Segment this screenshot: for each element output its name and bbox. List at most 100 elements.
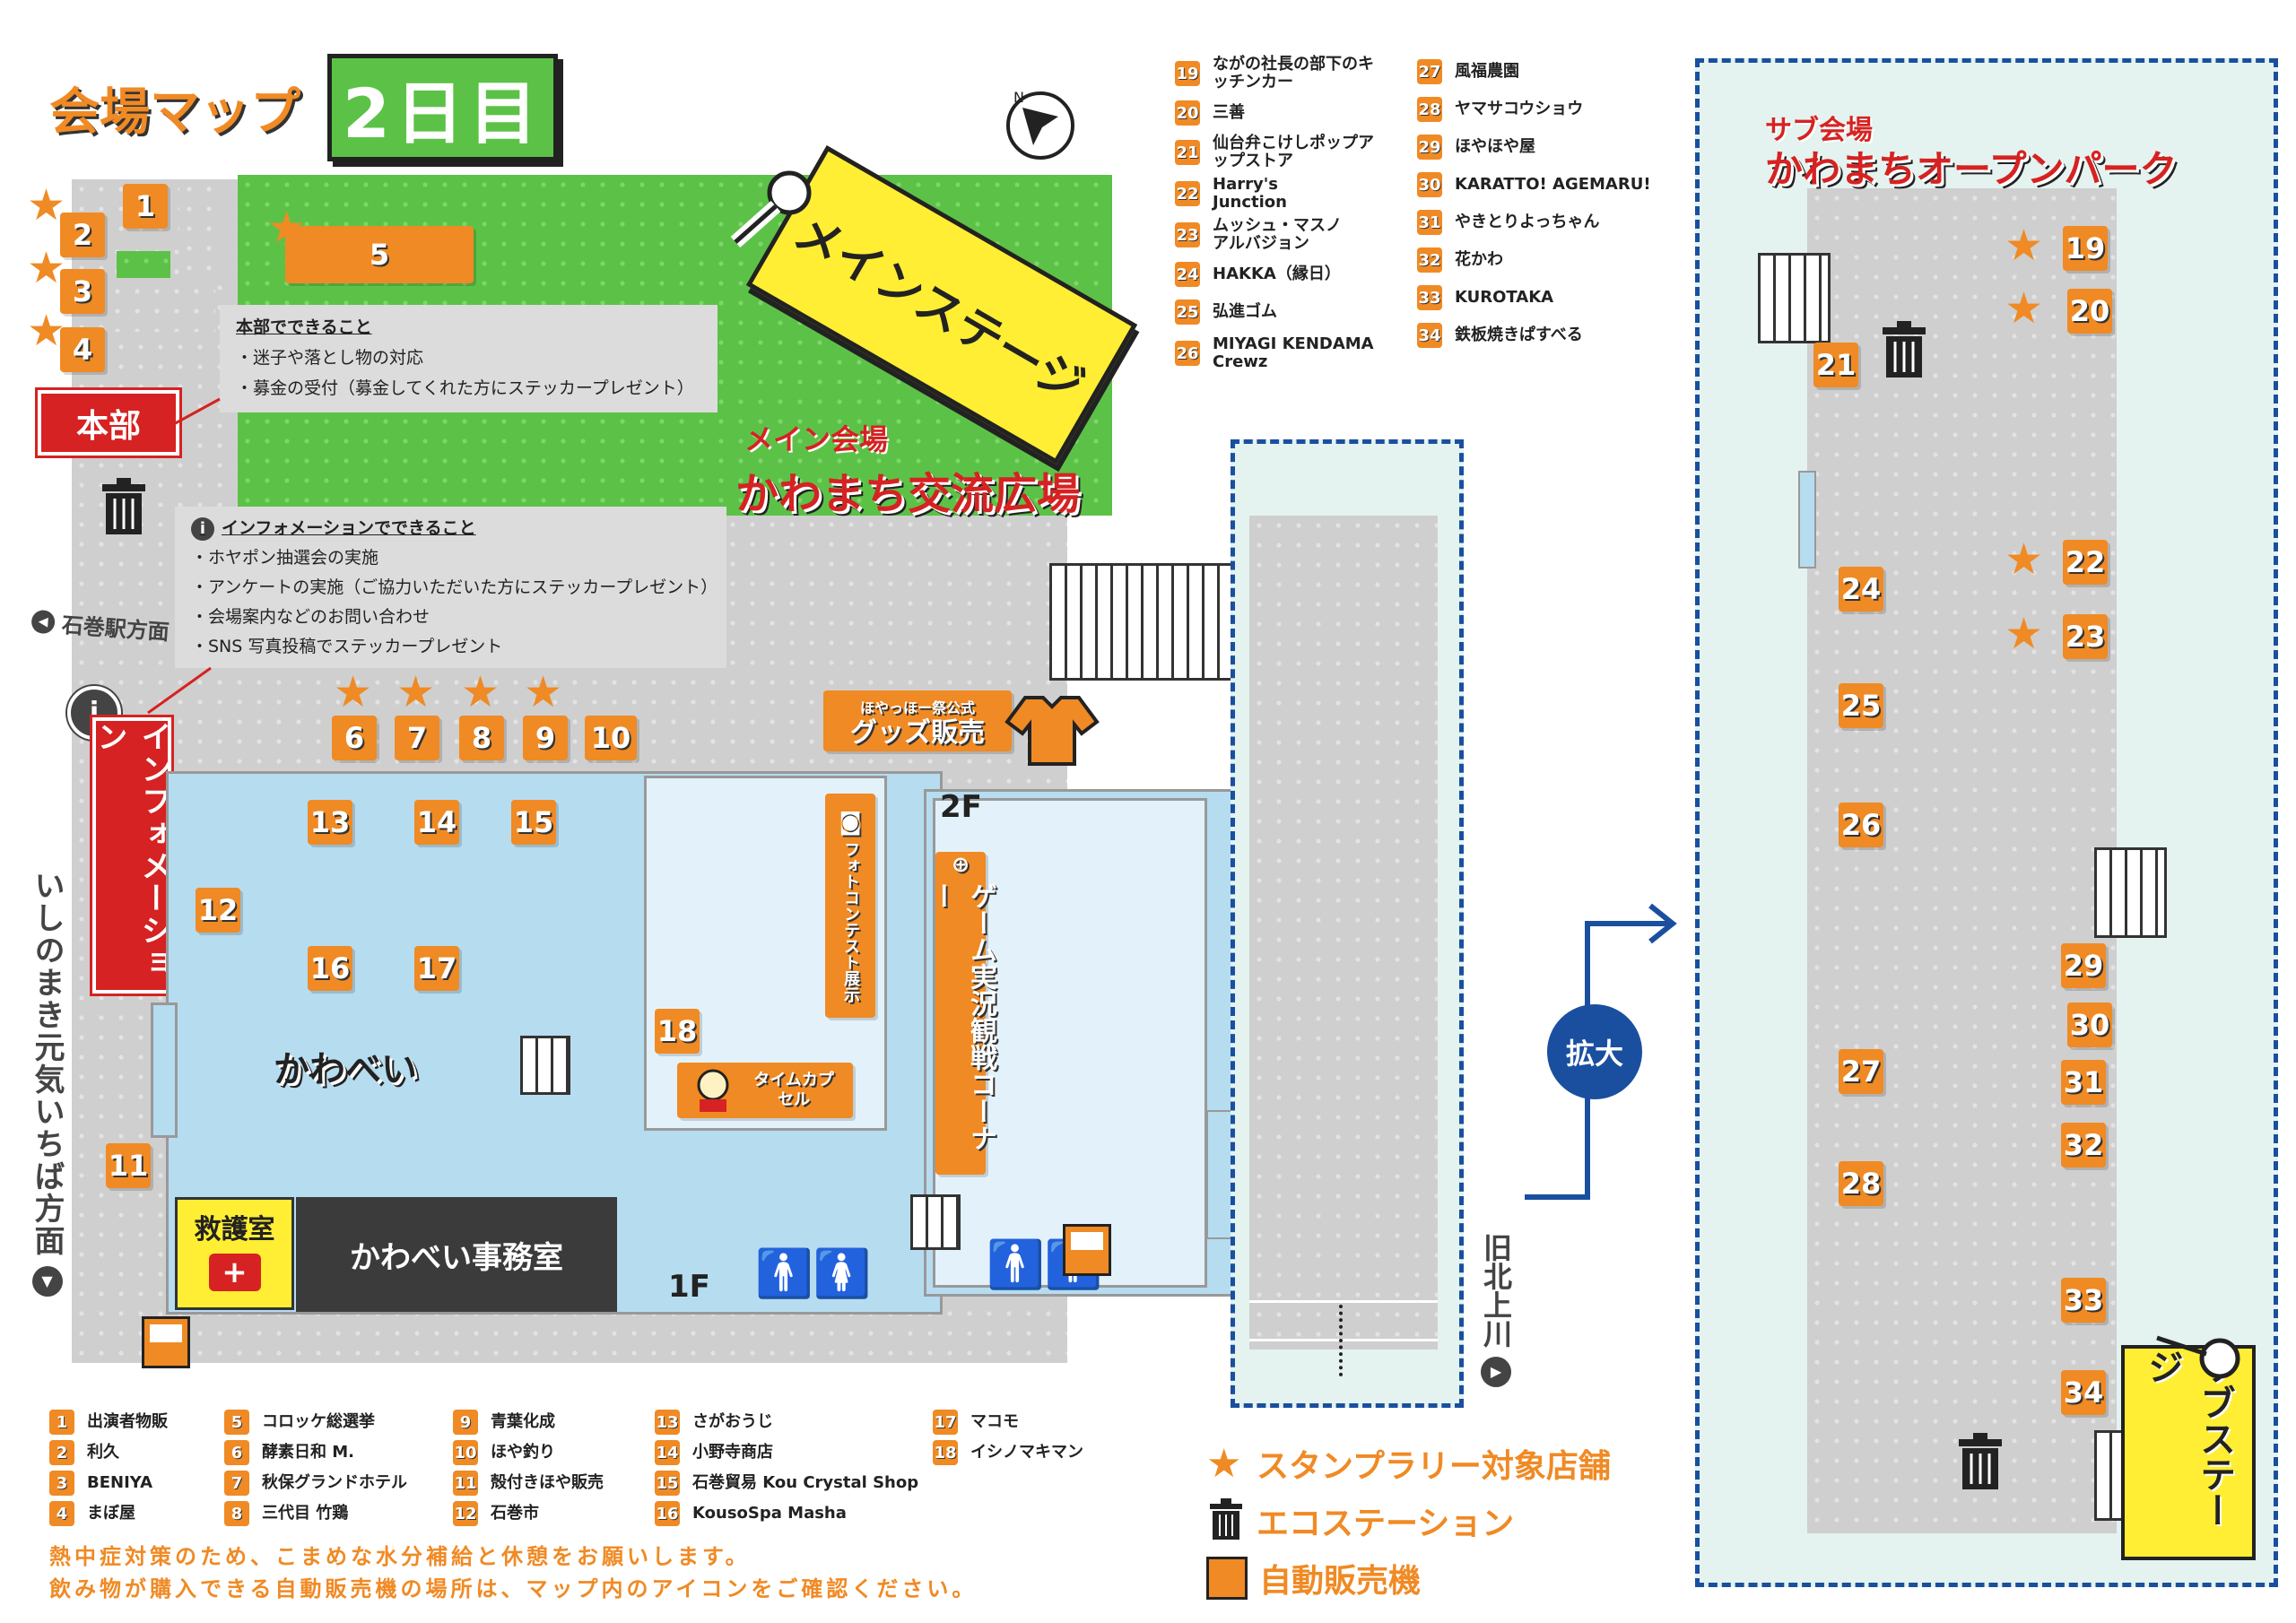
legend-name: KARATTO! AGEMARU! — [1455, 175, 1651, 194]
legend-name: マコモ — [970, 1412, 1019, 1431]
booth-27[interactable]: 27 — [1839, 1049, 1883, 1094]
booth-14[interactable]: 14 — [414, 800, 459, 845]
legend-num: 12 — [453, 1501, 478, 1526]
floor-1f-label: 1F — [668, 1269, 710, 1305]
booth-29[interactable]: 29 — [2061, 943, 2106, 988]
legend-name: HAKKA（縁日） — [1213, 265, 1341, 283]
booth-17[interactable]: 17 — [414, 946, 459, 991]
legend-name: 三善 — [1213, 103, 1245, 122]
booth-12[interactable]: 12 — [196, 888, 240, 933]
first-aid-label: 救護室 — [194, 1214, 275, 1245]
booth-10[interactable]: 10 — [585, 716, 637, 760]
booth-31[interactable]: 31 — [2061, 1060, 2106, 1105]
honbu-item: ・募金の受付（募金してくれた方にステッカープレゼント） — [236, 378, 694, 398]
booth-13[interactable]: 13 — [308, 800, 352, 845]
booth-28[interactable]: 28 — [1839, 1161, 1883, 1206]
day-title: 2日目 — [327, 54, 558, 161]
goods-sub: ほやっほー祭公式 — [859, 699, 975, 716]
legend-name: 小野寺商店 — [692, 1443, 773, 1462]
booth-1[interactable]: 1 — [123, 184, 168, 229]
legend-name: ムッシュ・マスノアルバジョン — [1213, 216, 1342, 253]
booth-23[interactable]: 23 — [2063, 614, 2108, 659]
booth-5[interactable]: 5 — [285, 226, 474, 283]
booth-30[interactable]: 30 — [2067, 1002, 2112, 1047]
grass-area-small — [117, 251, 170, 278]
booth-3[interactable]: 3 — [60, 269, 105, 314]
information-item: ・アンケートの実施（ご協力いただいた方にステッカープレゼント） — [191, 577, 718, 597]
booth-18[interactable]: 18 — [655, 1009, 700, 1054]
stamp-star-icon: ★ — [2005, 534, 2044, 585]
photo-contest[interactable]: ◙ フォトコンテスト展示 — [825, 794, 875, 1018]
booth-11[interactable]: 11 — [106, 1143, 151, 1188]
kitakami-label: 旧北上川 — [1479, 1233, 1513, 1348]
booth-8[interactable]: 8 — [459, 716, 504, 760]
stamp-star-icon: ★ — [524, 667, 563, 717]
booth-2[interactable]: 2 — [60, 213, 105, 257]
trash-icon — [1883, 321, 1926, 378]
vending-machine-icon — [1063, 1224, 1111, 1276]
booth-32[interactable]: 32 — [2061, 1123, 2106, 1167]
compass: N — [1004, 89, 1076, 161]
play-left-icon: ◀ — [30, 609, 57, 634]
booth-22[interactable]: 22 — [2063, 540, 2108, 585]
booth-25[interactable]: 25 — [1839, 683, 1883, 728]
play-down-icon: ▼ — [31, 1266, 63, 1297]
booth-16[interactable]: 16 — [308, 946, 352, 991]
legend-name: 花かわ — [1455, 250, 1503, 269]
first-aid-room[interactable]: 救護室 + — [175, 1197, 294, 1310]
stamp-star-icon: ★ — [334, 667, 373, 717]
information-item: ・ホヤポン抽選会の実施 — [191, 548, 379, 568]
main-venue-label: メイン会場 かわまち交流広場 — [735, 417, 1080, 521]
goods-name: グッズ販売 — [850, 717, 985, 749]
honbu-label[interactable]: 本部 — [38, 390, 179, 456]
legend-num: 32 — [1417, 247, 1442, 273]
booth-7[interactable]: 7 — [395, 716, 439, 760]
stamp-star-icon: ★ — [27, 243, 66, 293]
booth-9[interactable]: 9 — [523, 716, 568, 760]
stamp-star-icon: ★ — [2005, 283, 2044, 334]
legend-name: ほや釣り — [491, 1443, 555, 1462]
legend-item: 10 ほや釣り — [453, 1440, 655, 1465]
booth-6[interactable]: 6 — [332, 716, 377, 760]
booth-34[interactable]: 34 — [2061, 1370, 2106, 1415]
legend-name: Harry's Junction — [1213, 175, 1287, 212]
venue-map-title: 会場マップ — [49, 82, 300, 142]
goods-sales[interactable]: ほやっほー祭公式 グッズ販売 — [823, 690, 1012, 751]
information-item: ・会場案内などのお問い合わせ — [191, 607, 430, 627]
booth-24[interactable]: 24 — [1839, 567, 1883, 612]
legend-num: 10 — [453, 1440, 478, 1465]
information-label[interactable]: インフォメーション — [91, 717, 171, 994]
booth-33[interactable]: 33 — [2061, 1278, 2106, 1323]
booth-20[interactable]: 20 — [2067, 289, 2112, 334]
legend-num: 27 — [1417, 59, 1442, 84]
vending-legend: 自動販売機 — [1206, 1549, 1611, 1607]
legend-name: さがおうじ — [692, 1412, 773, 1431]
booth-26[interactable]: 26 — [1839, 803, 1883, 847]
legend-name: 酵素日和 M. — [262, 1443, 355, 1462]
booth-19[interactable]: 19 — [2063, 226, 2108, 271]
booth-15[interactable]: 15 — [511, 800, 556, 845]
legend-num: 23 — [1175, 222, 1200, 247]
honbu-item: ・迷子や落とし物の対応 — [236, 348, 424, 368]
first-aid-kit-icon: + — [208, 1254, 261, 1291]
booth-4[interactable]: 4 — [60, 327, 105, 372]
legend-num: 30 — [1417, 172, 1442, 197]
booth-21[interactable]: 21 — [1813, 343, 1858, 387]
legend-item: 23 ムッシュ・マスノアルバジョン — [1175, 217, 1426, 253]
legend-num: 8 — [224, 1501, 249, 1526]
main-venue-sub: メイン会場 — [744, 422, 889, 456]
legend-name: 鉄板焼きぱすべる — [1455, 325, 1583, 344]
microphone-icon — [730, 170, 812, 247]
game-corner[interactable]: ⊕ ゲーム実況観戦コーナー — [926, 852, 996, 1175]
vending-machine-icon — [1206, 1557, 1248, 1600]
